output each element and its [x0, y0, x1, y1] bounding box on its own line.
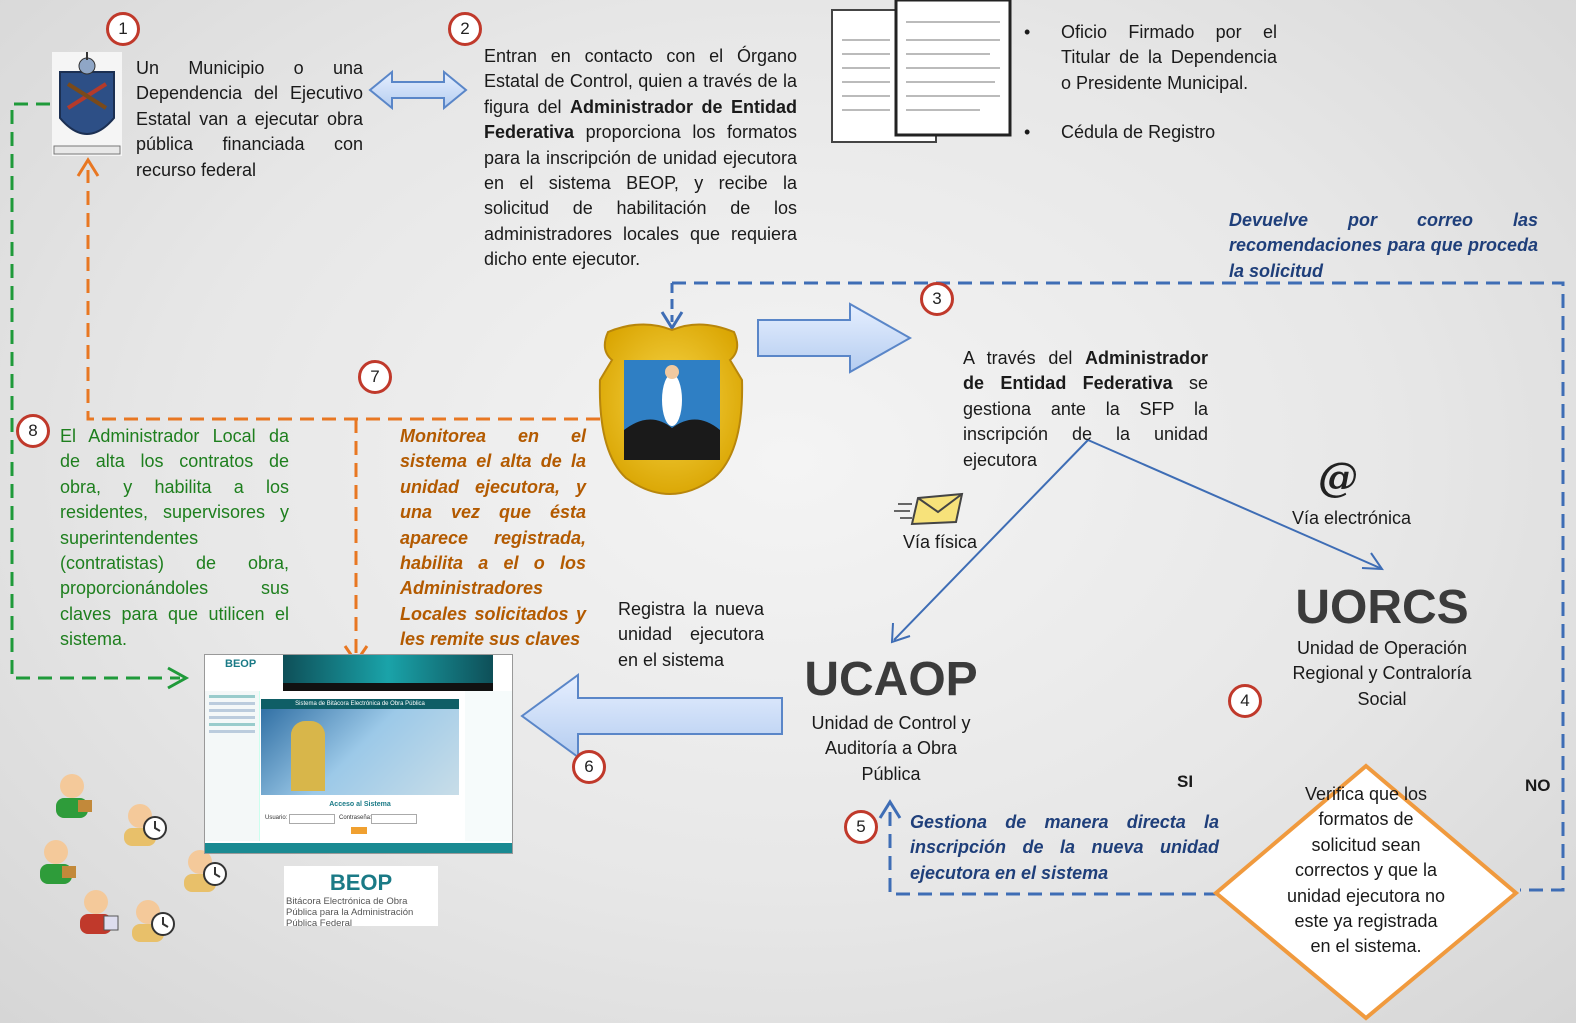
ucaop-arrowhead	[890, 622, 911, 644]
beop-password-label: Contraseña:	[339, 815, 372, 821]
via-electronica-label: Vía electrónica	[1292, 508, 1412, 528]
via-fisica-label: Vía física	[903, 532, 978, 552]
beop-website-screenshot: BEOP Sistema de Bitácora Electrónica de …	[204, 654, 513, 854]
beop-logo: BEOP	[329, 870, 393, 895]
right-arrow	[757, 302, 913, 374]
step-8-badge: 8	[16, 414, 50, 448]
beop-left-menu	[205, 691, 260, 841]
users-icon-group	[40, 774, 227, 942]
step-2-badge: 2	[448, 12, 482, 46]
step-6-badge: 6	[572, 750, 606, 784]
uorcs-arrowhead	[1361, 552, 1384, 571]
blue-step5-connector	[888, 810, 1218, 896]
envelope-icon	[894, 492, 964, 526]
step-4-badge: 4	[1228, 684, 1262, 718]
beop-header: BEOP	[205, 655, 512, 691]
line-to-uorcs	[1087, 439, 1381, 569]
decision-text: Verifica que los formatos de solicitud s…	[1286, 784, 1446, 957]
step-1-text: Un Municipio o una Dependencia del Ejecu…	[136, 58, 363, 180]
step-3-text: A través del Administrador de Entidad Fe…	[963, 348, 1208, 470]
user-clock-icon	[184, 850, 227, 892]
user-avatar-icon	[80, 890, 119, 934]
line-to-ucaop	[893, 439, 1089, 641]
orange-dashed-connector	[86, 170, 600, 421]
beop-banner-image: Sistema de Bitácora Electrónica de Obra …	[261, 699, 459, 795]
decision-diamond	[1212, 763, 1520, 1021]
green-dashed-connector	[10, 102, 180, 680]
at-sign-icon: @	[1318, 454, 1358, 501]
blue-return-connector	[672, 281, 1565, 892]
documents-list-item: • Cédula de Registro	[1024, 122, 1216, 143]
step-7-text: Monitorea en el sistema el alta de la un…	[400, 426, 586, 650]
documents-thumbnail-icon	[831, 0, 1012, 143]
double-arrow	[368, 69, 468, 111]
beop-password-input[interactable]	[371, 814, 417, 824]
user-clock-icon	[124, 804, 167, 846]
step-5-text: Gestiona de manera directa la inscripció…	[910, 812, 1219, 883]
ucaop-name: Unidad de Control y Auditoría a Obra Púb…	[811, 713, 971, 784]
step-2-text: Entran en contacto con el Órgano Estatal…	[484, 46, 797, 270]
left-arrow	[520, 673, 783, 759]
beop-user-input[interactable]	[289, 814, 335, 824]
user-clock-icon	[132, 900, 175, 942]
beop-login-title: Acceso al Sistema	[329, 801, 391, 808]
state-shield-icon	[598, 323, 744, 495]
step-7-badge: 7	[358, 360, 392, 394]
step-1-badge: 1	[106, 12, 140, 46]
green-arrowhead	[167, 666, 190, 690]
beop-footer-bar	[205, 843, 512, 853]
beop-header-logo: BEOP	[225, 658, 257, 670]
decision-no-label: NO	[1525, 776, 1551, 795]
beop-login-button[interactable]	[351, 827, 367, 834]
blue-step5-arrowhead	[878, 799, 902, 819]
orange-arrowhead-up	[76, 157, 100, 177]
return-note: Devuelve por correo las recomendaciones …	[1229, 210, 1538, 281]
beop-right-panel	[465, 691, 512, 841]
decision-yes-label: SI	[1177, 772, 1194, 791]
municipio-coat-of-arms-icon	[52, 52, 122, 156]
documents-list-item: • Oficio Firmado por el Titular de la De…	[1024, 22, 1277, 93]
uorcs-acronym: UORCS	[1295, 581, 1469, 634]
step-6-text: Registra la nueva unidad ejecutora en el…	[618, 599, 764, 670]
beop-user-label: Usuario:	[265, 815, 288, 821]
ucaop-acronym: UCAOP	[804, 653, 978, 706]
documents-list: • Oficio Firmado por el Titular de la De…	[1024, 20, 1277, 146]
blue-arrowhead-down	[660, 311, 684, 331]
uorcs-name: Unidad de Operación Regional y Contralor…	[1292, 638, 1472, 709]
user-avatar-icon	[40, 840, 76, 884]
user-avatar-icon	[56, 774, 92, 818]
beop-subtitle: Bitácora Electrónica de Obra Pública par…	[286, 896, 414, 929]
beop-logo-card: BEOP Bitácora Electrónica de Obra Públic…	[284, 866, 438, 929]
step-5-badge: 5	[844, 810, 878, 844]
step-8-text: El Administrador Local da de alta los co…	[60, 426, 289, 650]
step-3-badge: 3	[920, 282, 954, 316]
